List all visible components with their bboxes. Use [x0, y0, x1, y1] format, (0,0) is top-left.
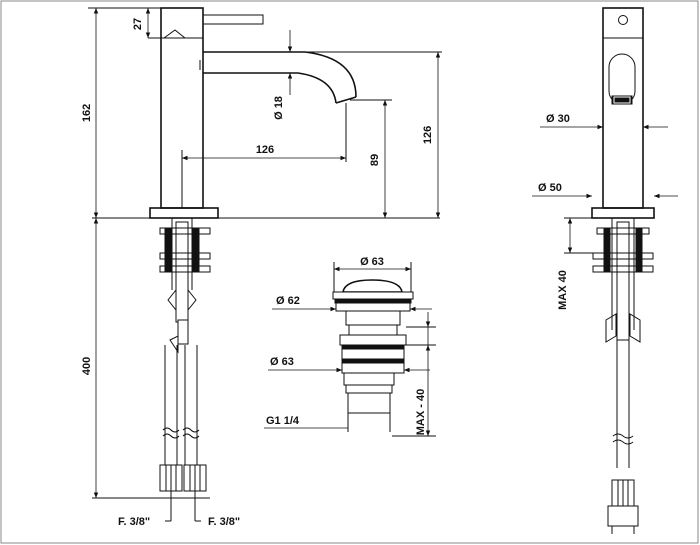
- faucet-side-view: [92, 7, 440, 499]
- dim-max40-waste-label: MAX - 40: [415, 389, 427, 435]
- connection-right-label: F. 3/8": [208, 516, 240, 528]
- dim-d50-label: Ø 50: [538, 182, 562, 194]
- dim-d30-label: Ø 30: [546, 113, 570, 125]
- waste-drain-view: [332, 279, 414, 414]
- dim-max40-right-label: MAX 40: [557, 270, 569, 310]
- dim-126-horizontal-label: 126: [256, 144, 274, 156]
- dim-27-label: 27: [132, 18, 144, 30]
- dim-d63-top-label: Ø 63: [360, 256, 384, 268]
- connection-left-label: F. 3/8": [118, 516, 150, 528]
- dim-g114-label: G1 1/4: [266, 415, 300, 427]
- waste-dimensions: Ø 63 Ø 62 Ø 63 G1 1/4 MAX - 40: [264, 256, 436, 437]
- faucet-front-view: [591, 7, 655, 534]
- dim-162-label: 162: [81, 104, 93, 122]
- dim-d63-side-label: Ø 63: [270, 356, 294, 368]
- dim-400-label: 400: [81, 357, 93, 375]
- dim-126-vertical-label: 126: [422, 126, 434, 144]
- front-view-dimensions: Ø 30 Ø 50 MAX 40: [532, 113, 678, 310]
- dim-d18-label: Ø 18: [273, 96, 285, 120]
- dim-89-label: 89: [369, 154, 381, 166]
- dim-d62-label: Ø 62: [276, 295, 300, 307]
- faucet-dimensions: 27 162 400 Ø 18 126 89 126 F. 3/8" F. 3/…: [81, 7, 442, 528]
